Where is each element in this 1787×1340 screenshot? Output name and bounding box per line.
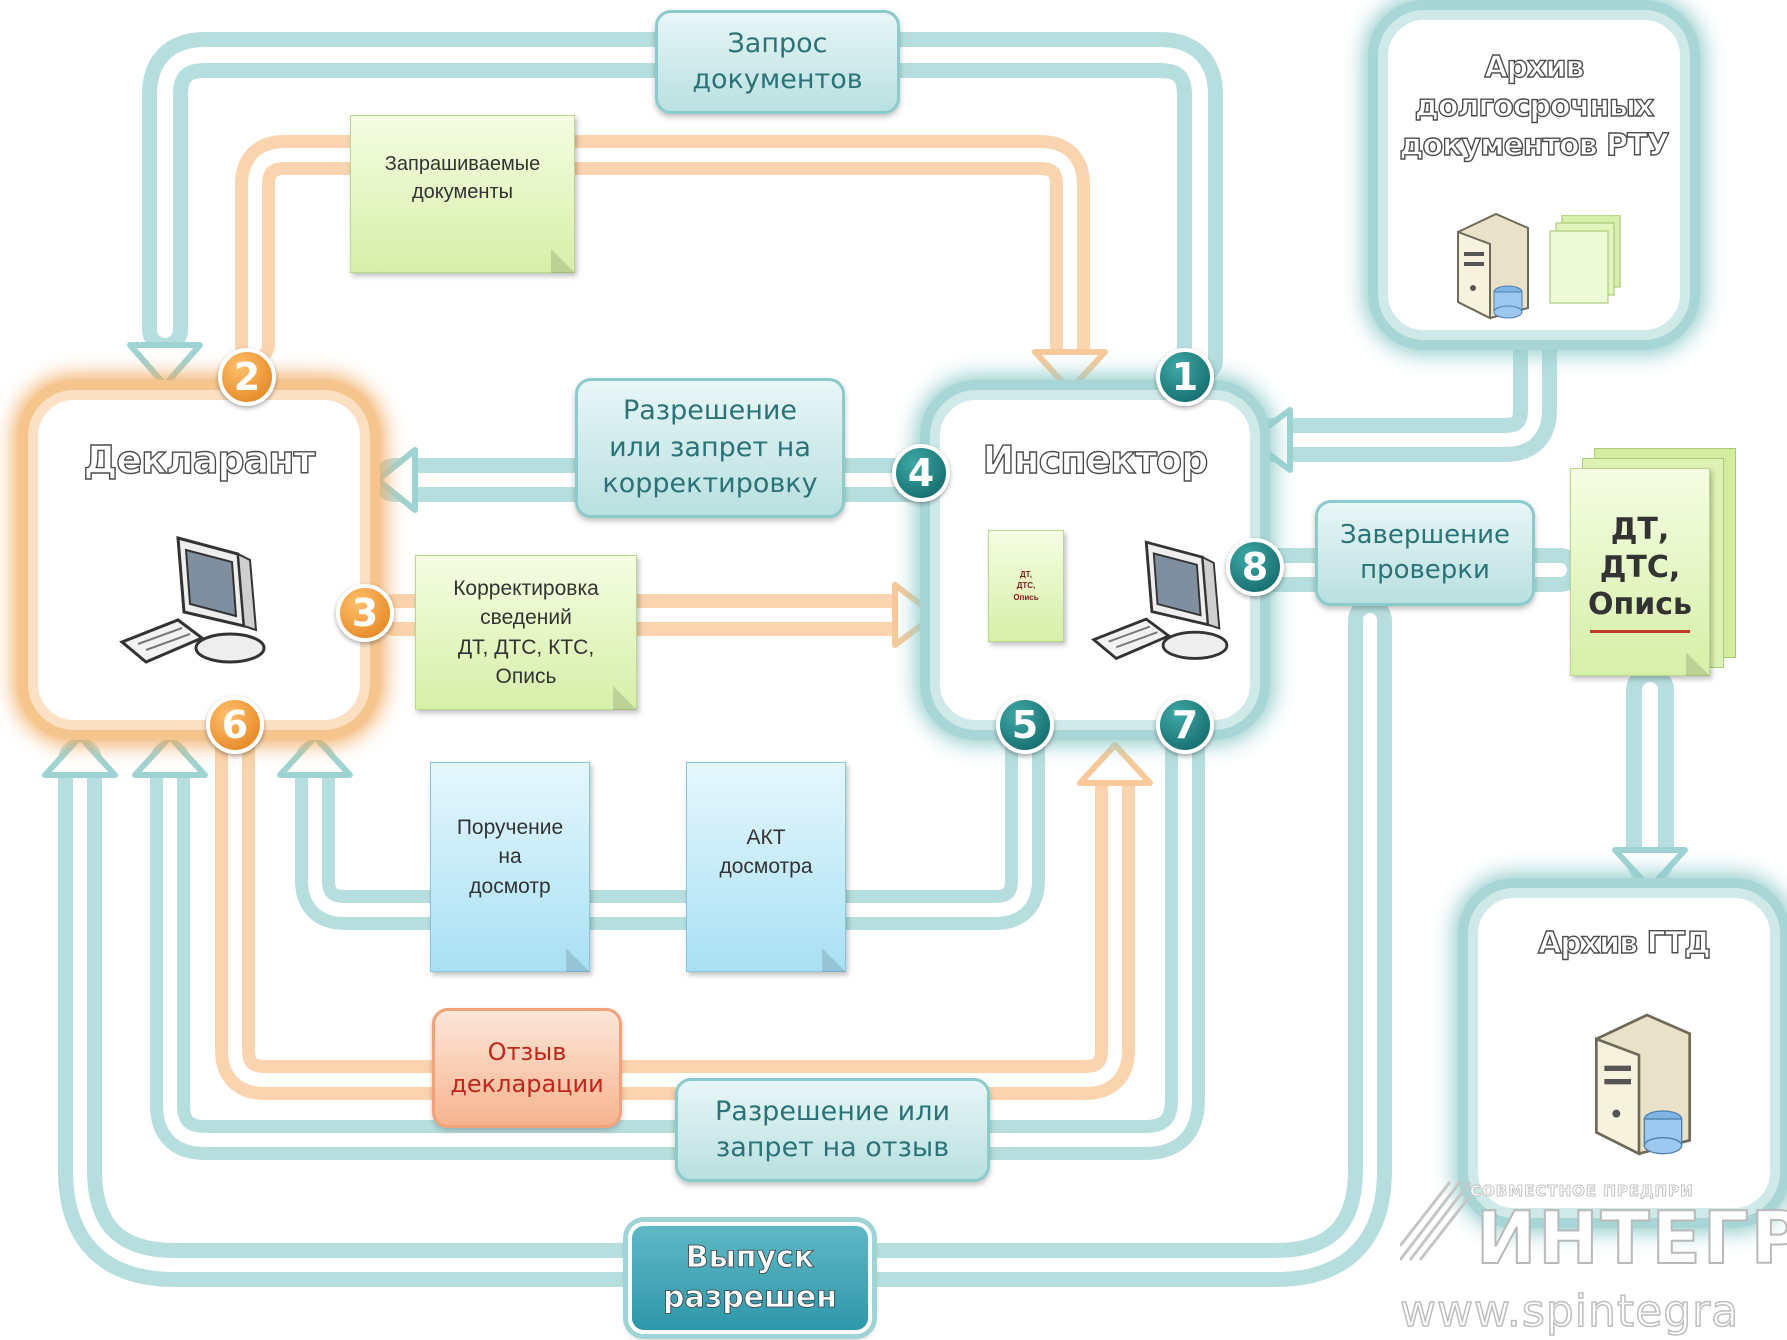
arrowhead (127, 342, 203, 388)
note-line: документы (412, 181, 513, 203)
inspector-box: Инспектор ДТ, ДТС, Опись (930, 390, 1260, 730)
computer-icon (118, 530, 278, 684)
arrowhead (1247, 407, 1293, 473)
badge-5: 5 (996, 696, 1054, 754)
note-line: на (498, 845, 522, 869)
declarant-box: Декларант (28, 390, 370, 730)
archive-gtd-box: Архив ГТД (1468, 888, 1780, 1218)
document-stack-icon (1548, 214, 1628, 309)
page-fold (613, 686, 637, 710)
label-recall-declaration: Отзыв декларации (432, 1008, 622, 1128)
watermark-url: www.spintegra (1399, 1285, 1740, 1338)
badge-6: 6 (206, 696, 264, 754)
label-line: Разрешение или (715, 1095, 950, 1127)
archive-rtu-box: Архив долгосрочных документов РТУ (1378, 10, 1690, 340)
label-line: Запрос (727, 27, 828, 59)
note-inspection-order: Поручение на досмотр (430, 762, 590, 972)
note-line: ДТ, ДТС, КТС, (457, 635, 595, 659)
arrowhead (42, 734, 118, 778)
label-line: запрет на отзыв (715, 1132, 950, 1163)
label-line: проверки (1360, 555, 1490, 585)
page-fold (1686, 652, 1710, 676)
stack-line: ДТС, (1599, 549, 1681, 585)
label-completion-check: Завершение проверки (1315, 500, 1535, 606)
label-line: Разрешение (622, 395, 798, 427)
inspector-document: ДТ, ДТС, Опись (988, 530, 1064, 642)
badge-4: 4 (892, 444, 950, 502)
label-line: документов (692, 64, 863, 95)
flow-archive-to-inspector (1248, 313, 1557, 462)
inspector-doc-line: ДТ, (1019, 570, 1032, 580)
badge-1: 1 (1156, 348, 1214, 406)
label-line: корректировку (602, 468, 818, 500)
note-line: сведений (480, 606, 572, 630)
label-line: Отзыв (487, 1037, 567, 1066)
page-fold (551, 249, 575, 273)
arrowhead (1077, 742, 1153, 786)
label-request-documents: Запрос документов (655, 10, 900, 114)
badge-8: 8 (1226, 538, 1284, 596)
page-fold (822, 948, 846, 972)
note-line: Корректировка (453, 576, 599, 600)
inspector-title: Инспектор (982, 437, 1209, 482)
watermark-logo-mark (1398, 1180, 1472, 1262)
label-line: Завершение (1339, 519, 1511, 550)
archive-rtu-title-line: Архив (1484, 49, 1585, 85)
note-correction-info: Корректировка сведений ДТ, ДТС, КТС, Опи… (415, 555, 637, 710)
badge-7: 7 (1156, 696, 1214, 754)
label-permission-correction: Разрешение или запрет на корректировку (575, 378, 845, 518)
label-line: или запрет на (609, 431, 811, 463)
label-line: разрешен (663, 1280, 838, 1316)
inspector-doc-line: ДТС, (1016, 581, 1036, 591)
archive-rtu-title-line: долгосрочных (1414, 88, 1655, 124)
note-requested-documents: Запрашиваемые документы (350, 115, 575, 273)
arrowhead (132, 734, 208, 778)
stack-line: Опись (1587, 587, 1692, 623)
label-line: декларации (450, 1070, 604, 1098)
server-icon (1583, 1008, 1703, 1162)
arrowhead (892, 582, 938, 648)
note-line: досмотра (719, 855, 813, 879)
inspector-doc-line: Опись (1013, 592, 1039, 602)
label-release-permitted: Выпуск разрешен (628, 1222, 872, 1334)
declarant-title: Декларант (83, 437, 316, 482)
note-line: Поручение (456, 816, 564, 839)
computer-icon (1090, 530, 1240, 684)
note-line: АКТ (746, 826, 786, 849)
arrowhead (1032, 349, 1108, 393)
stack-underline (1590, 629, 1690, 633)
label-permission-recall: Разрешение или запрет на отзыв (675, 1078, 990, 1182)
note-line: досмотр (469, 874, 551, 898)
document-stack: ДТ, ДТС, Опись (1570, 448, 1740, 678)
stack-line: ДТ, (1610, 512, 1670, 548)
label-line: Выпуск (685, 1239, 815, 1275)
archive-rtu-title-line: документов РТУ (1399, 127, 1671, 163)
stack-front-sheet: ДТ, ДТС, Опись (1570, 468, 1710, 676)
arrowhead (277, 734, 353, 778)
page-fold (566, 948, 590, 972)
badge-3: 3 (336, 584, 394, 642)
note-inspection-act: АКТ досмотра (686, 762, 846, 972)
badge-2: 2 (218, 348, 276, 406)
watermark-top-line: СОВМЕСТНОЕ ПРЕДПРИ (1470, 1182, 1694, 1201)
note-line: Опись (495, 664, 557, 688)
archive-gtd-title: Архив ГТД (1537, 925, 1711, 961)
flow-inspection-order (295, 720, 1045, 930)
arrowhead (1612, 847, 1688, 891)
arrowhead (375, 447, 418, 513)
note-line: Запрашиваемые (384, 153, 541, 175)
server-icon (1448, 210, 1538, 324)
watermark-logo: ИНТЕГРА (1475, 1195, 1787, 1281)
